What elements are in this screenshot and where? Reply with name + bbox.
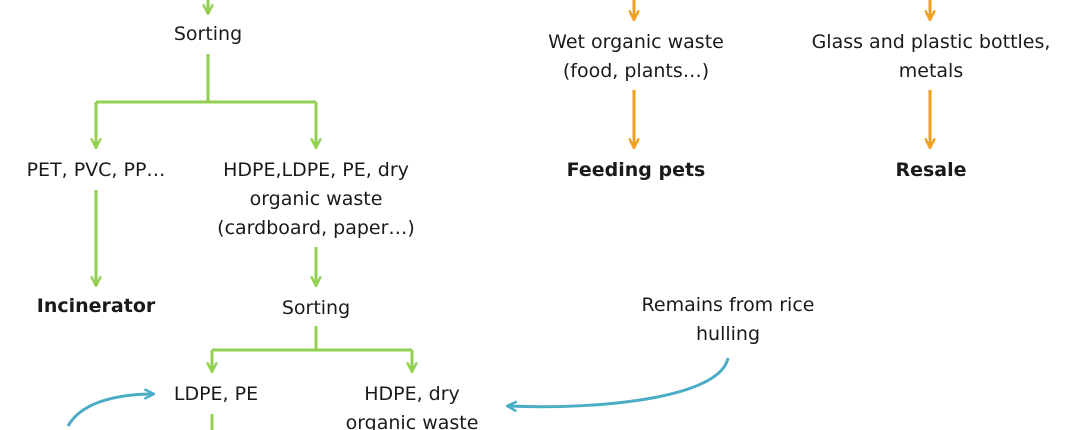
node-label-line: (cardboard, paper…) xyxy=(217,217,415,239)
node-label-line: HDPE, dry xyxy=(364,383,460,405)
node-label-line: Feeding pets xyxy=(566,159,706,181)
node-hdpe-dry-organic: HDPE, dry organic waste xyxy=(346,380,479,430)
node-label-line: Glass and plastic bottles, xyxy=(811,31,1051,53)
node-feeding-pets: Feeding pets xyxy=(567,156,706,185)
node-ldpe-pe: LDPE, PE xyxy=(174,380,258,409)
node-label-line: metals xyxy=(898,60,964,82)
node-incinerator: Incinerator xyxy=(37,292,155,321)
node-label-line: Sorting xyxy=(173,23,243,45)
node-label-line: LDPE, PE xyxy=(173,383,259,405)
node-label-line: organic waste xyxy=(345,412,479,430)
node-label-line: Resale xyxy=(895,159,967,181)
arrow-rice-to-hdpe-dry xyxy=(507,357,730,407)
node-label-line: (food, plants…) xyxy=(562,60,710,82)
node-label-line: PET, PVC, PP… xyxy=(26,159,166,181)
node-wet-organic-waste: Wet organic waste (food, plants…) xyxy=(548,28,724,86)
node-label-line: Remains from rice xyxy=(641,294,815,316)
node-sorting-2: Sorting xyxy=(282,294,350,323)
node-label-line: hulling xyxy=(695,323,761,345)
node-remains-rice-hulling: Remains from rice hulling xyxy=(642,291,815,349)
arrow-loop-to-ldpe-pe xyxy=(66,394,154,427)
node-hdpe-ldpe-pe-dry-organic: HDPE,LDPE, PE, dry organic waste (cardboar… xyxy=(217,156,415,243)
node-glass-plastic-bottles-metals: Glass and plastic bottles, metals xyxy=(812,28,1051,86)
node-label-line: organic waste xyxy=(249,188,383,210)
node-sorting-1: Sorting xyxy=(174,20,242,49)
node-resale: Resale xyxy=(895,156,966,185)
node-label-line: Wet organic waste xyxy=(548,31,724,53)
node-label-line: HDPE,LDPE, PE, dry xyxy=(223,159,409,181)
node-pet-pvc-pp: PET, PVC, PP… xyxy=(27,156,166,185)
node-label-line: Incinerator xyxy=(36,295,156,317)
node-label-line: Sorting xyxy=(281,297,351,319)
